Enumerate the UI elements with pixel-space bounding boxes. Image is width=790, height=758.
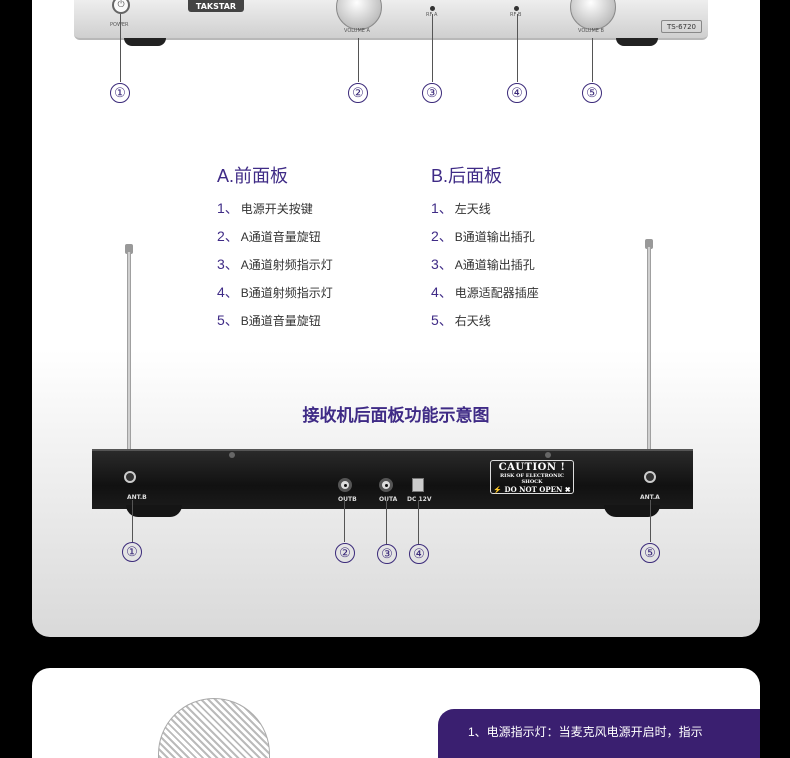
section-b-title: B.后面板 — [431, 166, 503, 186]
ant-b-connector — [124, 471, 136, 483]
rear-callout-1: ① — [122, 542, 142, 562]
rf-b-indicator — [514, 6, 519, 11]
antenna-tip — [125, 244, 133, 254]
lightning-icon: ⚡ — [493, 485, 503, 494]
callout-line — [592, 38, 593, 82]
volume-a-label: VOLUME A — [344, 28, 370, 34]
section-b-item-1: 1、左天线 — [431, 200, 491, 216]
microphone-card: 1、电源指示灯：当麦克风电源开启时，指示 — [32, 668, 760, 758]
front-callout-5: ⑤ — [582, 83, 602, 103]
section-a-item-1: 1、电源开关按键 — [217, 200, 313, 216]
callout-line — [120, 14, 121, 82]
screw — [545, 452, 551, 458]
device-foot — [126, 505, 182, 517]
section-b-item-3: 3、A通道输出插孔 — [431, 256, 535, 272]
device-foot — [124, 38, 166, 46]
power-indicator-note: 1、电源指示灯：当麦克风电源开启时，指示 — [438, 709, 760, 758]
front-callout-1: ① — [110, 83, 130, 103]
ant-a-label: ANT.A — [640, 494, 660, 501]
receiver-panel-card: ⏻ POWER TAKSTAR VOLUME A RF A RF B VOLUM… — [32, 0, 760, 637]
rf-a-indicator — [430, 6, 435, 11]
rear-callout-2: ② — [335, 543, 355, 563]
callout-line — [650, 500, 651, 542]
callout-line — [418, 500, 419, 544]
callout-line — [517, 14, 518, 82]
cross-icon: ✖ — [564, 485, 571, 494]
receiver-front-image: ⏻ POWER TAKSTAR VOLUME A RF A RF B VOLUM… — [74, 0, 708, 40]
section-a-item-2: 2、A通道音量旋钮 — [217, 228, 321, 244]
front-callout-4: ④ — [507, 83, 527, 103]
front-callout-3: ③ — [422, 83, 442, 103]
section-a-item-5: 5、B通道音量旋钮 — [217, 312, 321, 328]
receiver-rear-image — [92, 449, 693, 509]
section-a-item-3: 3、A通道射频指示灯 — [217, 256, 333, 272]
rf-a-label: RF A — [426, 12, 438, 18]
callout-line — [132, 500, 133, 542]
out-a-label: OUTA — [379, 496, 398, 503]
caution-label: CAUTION ! RISK OF ELECTRONIC SHOCK ⚡ DO … — [490, 460, 574, 494]
rear-diagram-title: 接收机后面板功能示意图 — [302, 406, 490, 425]
rear-callout-5: ⑤ — [640, 543, 660, 563]
callout-line — [386, 500, 387, 544]
volume-a-knob — [336, 0, 382, 30]
dc-power-port — [412, 478, 424, 492]
section-a-item-4: 4、B通道射频指示灯 — [217, 284, 333, 300]
out-a-jack — [379, 478, 393, 492]
callout-line — [358, 38, 359, 82]
device-foot — [616, 38, 658, 46]
power-icon: ⏻ — [112, 0, 130, 14]
screw — [229, 452, 235, 458]
right-antenna — [647, 247, 651, 474]
section-b-item-4: 4、电源适配器插座 — [431, 284, 539, 300]
model-tag: TS-6720 — [660, 20, 702, 33]
section-b-item-2: 2、B通道输出插孔 — [431, 228, 535, 244]
out-b-label: OUTB — [338, 496, 357, 503]
section-b-item-5: 5、右天线 — [431, 312, 491, 328]
rf-b-label: RF B — [510, 12, 522, 18]
volume-b-label: VOLUME B — [578, 28, 604, 34]
section-a-title: A.前面板 — [217, 166, 289, 186]
rear-callout-3: ③ — [377, 544, 397, 564]
brand-logo: TAKSTAR — [188, 0, 244, 12]
left-antenna — [127, 252, 131, 474]
front-callout-2: ② — [348, 83, 368, 103]
callout-line — [344, 500, 345, 542]
device-foot — [604, 505, 660, 517]
antenna-tip — [645, 239, 653, 249]
microphone-image — [158, 698, 270, 758]
volume-b-knob — [570, 0, 616, 30]
rear-callout-4: ④ — [409, 544, 429, 564]
power-label: POWER — [110, 22, 129, 28]
callout-line — [432, 14, 433, 82]
ant-b-label: ANT.B — [127, 494, 147, 501]
dc-label: DC 12V — [407, 496, 432, 503]
out-b-jack — [338, 478, 352, 492]
ant-a-connector — [644, 471, 656, 483]
